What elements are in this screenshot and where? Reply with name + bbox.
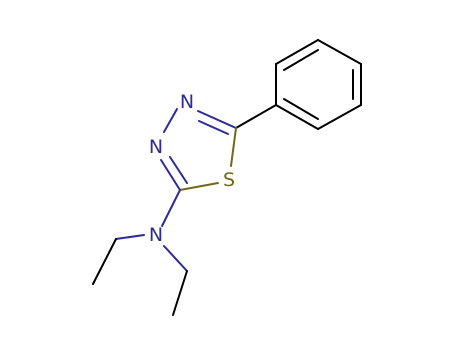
bond-phenyl-to-c5 <box>235 104 277 129</box>
ethyl-groups <box>92 234 188 316</box>
bond-ph-5 <box>275 104 319 130</box>
bond-n-ch2-right <box>163 245 188 272</box>
bond-ph-inner-1 <box>283 49 319 71</box>
bond-ph-inner-3 <box>283 98 319 120</box>
atom-n4-label: N <box>180 91 194 113</box>
bond-ph-1 <box>275 39 319 65</box>
atom-s1-label: S <box>223 169 235 191</box>
bond-n4-n3 <box>163 108 178 133</box>
bond-n3-c2-double <box>169 156 188 184</box>
bond-ch2-ch3-right <box>172 270 188 316</box>
bond-n-ch2-left <box>115 234 145 240</box>
thiadiazole-ring <box>160 108 237 191</box>
atom-n3-label: N <box>149 136 163 158</box>
bond-c2-s1 <box>179 182 219 191</box>
bond-ph-4 <box>317 104 362 130</box>
bond-n3-c2 <box>160 159 181 191</box>
bond-c2-n-amine <box>161 189 181 227</box>
phenyl-ring <box>275 39 362 130</box>
atom-amine-n-label: N <box>149 224 163 246</box>
bond-ph-2 <box>317 39 362 65</box>
bond-c5-n4 <box>197 110 237 129</box>
bond-c5-n4-double <box>198 120 229 135</box>
bond-s1-c5 <box>230 127 237 167</box>
bond-ch2-ch3-left <box>92 238 117 285</box>
